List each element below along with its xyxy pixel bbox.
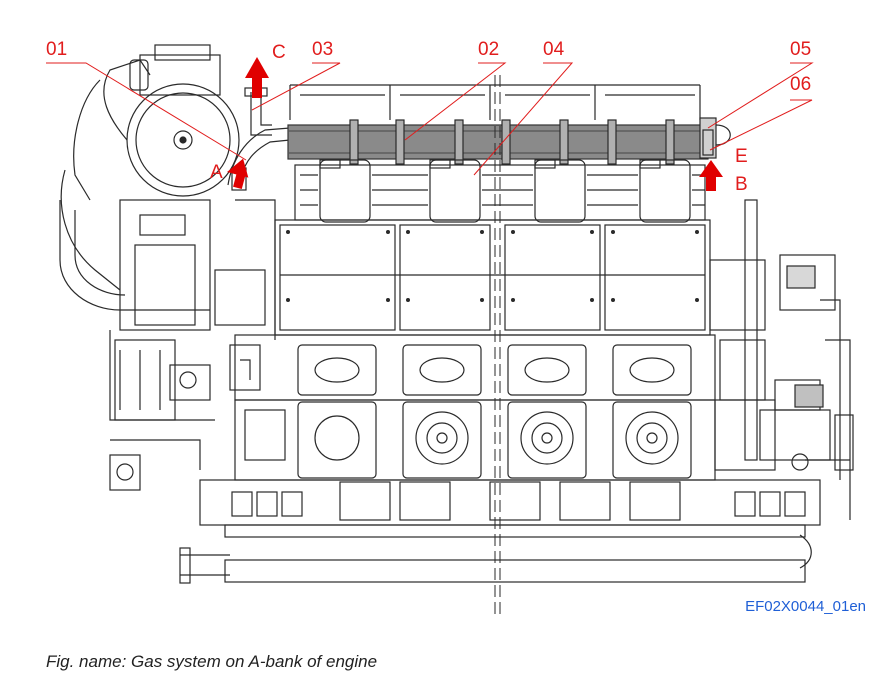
crankcase-upper [234,334,716,401]
leader-lines [46,62,814,176]
callout-01: 01 [46,39,67,60]
arrow-C [245,57,269,98]
figure-id: EF02X0044_01en [745,598,866,615]
callout-A: A [210,162,223,183]
arrow-A [227,158,249,190]
crankcase-lower [234,399,716,481]
callout-E: E [735,146,748,167]
control-unit [709,199,854,520]
callout-B: B [735,174,748,195]
callout-02: 02 [478,39,499,60]
callout-05: 05 [790,39,811,60]
callout-C: C [272,42,286,63]
connector-05-06 [699,117,731,159]
gas-manifold-02 [287,119,709,165]
engine-base [179,479,821,584]
callout-03: 03 [312,39,333,60]
turbocharger [59,44,240,491]
figure-caption: Fig. name: Gas system on A-bank of engin… [46,652,378,671]
callout-06: 06 [790,74,811,95]
arrow-B [699,160,723,191]
callout-04: 04 [543,39,565,60]
